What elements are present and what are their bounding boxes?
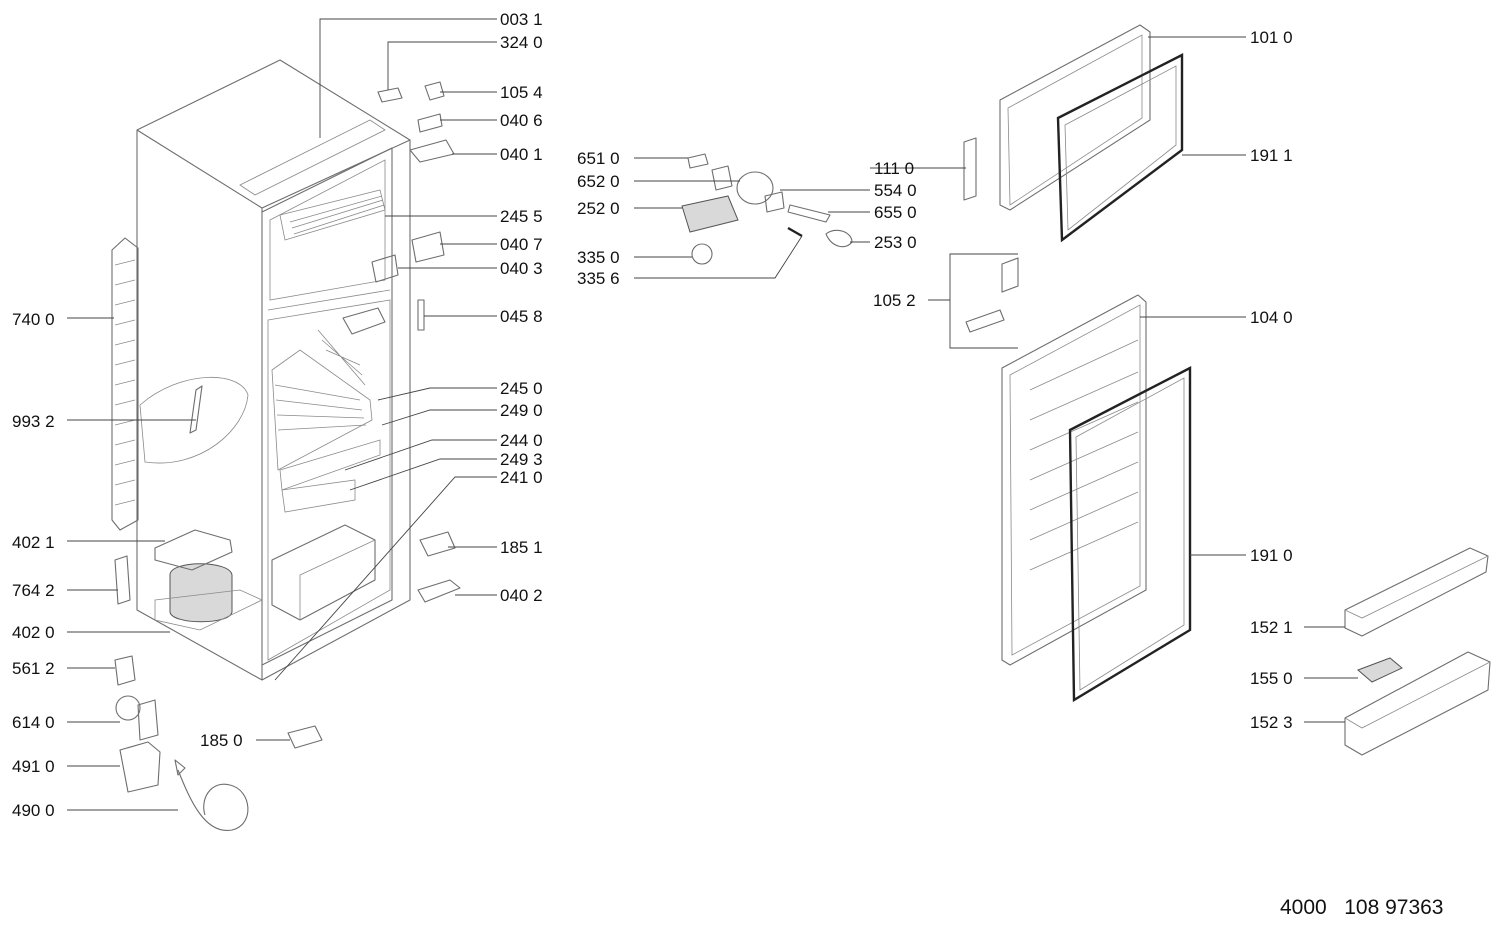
callout-652-0: 652 0 <box>577 172 620 191</box>
callout-244-0: 244 0 <box>500 431 543 450</box>
egg-tray <box>1357 657 1403 683</box>
callout-152-1: 152 1 <box>1250 618 1293 637</box>
rear-condenser <box>111 237 139 531</box>
callout-249-3: 249 3 <box>500 450 543 469</box>
callout-104-0: 104 0 <box>1250 308 1293 327</box>
control-assembly <box>681 153 853 265</box>
compressor <box>154 529 263 631</box>
callout-655-0: 655 0 <box>874 203 917 222</box>
callout-152-3: 152 3 <box>1250 713 1293 732</box>
small-brackets <box>287 81 461 749</box>
callout-040-6: 040 6 <box>500 111 543 130</box>
door-shelf-lower <box>1344 651 1491 756</box>
callout-554-0: 554 0 <box>874 181 917 200</box>
callout-335-6: 335 6 <box>577 269 620 288</box>
hinge-bracket-set <box>949 253 1019 349</box>
callout-101-0: 101 0 <box>1250 28 1293 47</box>
callout-105-4: 105 4 <box>500 83 543 102</box>
fridge-door <box>1001 294 1147 666</box>
callout-614-0: 614 0 <box>12 713 55 732</box>
freezer-shelf-grid <box>279 189 386 241</box>
door-hinge-top <box>963 137 977 201</box>
callout-253-0: 253 0 <box>874 233 917 252</box>
terminal-cover <box>119 741 161 793</box>
light-housing <box>317 307 386 386</box>
leader-lines <box>67 18 1358 811</box>
fridge-door-gasket <box>1068 366 1192 703</box>
callout-185-0: 185 0 <box>200 731 243 750</box>
callout-191-1: 191 1 <box>1250 146 1293 165</box>
fridge-shelf-grid <box>271 349 381 513</box>
callout-249-0: 249 0 <box>500 401 543 420</box>
callout-402-1: 402 1 <box>12 533 55 552</box>
callout-245-5: 245 5 <box>500 207 543 226</box>
thermostat-part <box>114 655 136 686</box>
crisper-drawer <box>271 524 376 621</box>
callout-040-3: 040 3 <box>500 259 543 278</box>
callout-241-0: 241 0 <box>500 468 543 487</box>
callout-740-0: 740 0 <box>12 310 55 329</box>
callout-252-0: 252 0 <box>577 199 620 218</box>
starter-relay <box>114 555 131 605</box>
drain-pan <box>139 377 249 464</box>
callout-191-0: 191 0 <box>1250 546 1293 565</box>
freezer-door-gasket <box>1056 53 1184 243</box>
fridge-cabinet <box>136 59 411 681</box>
callout-490-0: 490 0 <box>12 801 55 820</box>
document-id: 4000 108 97363 <box>1280 896 1444 919</box>
callout-040-2: 040 2 <box>500 586 543 605</box>
callout-185-1: 185 1 <box>500 538 543 557</box>
callout-245-0: 245 0 <box>500 379 543 398</box>
callout-111-0: 111 0 <box>874 159 914 178</box>
callout-labels: 003 1 324 0 105 4 040 6 040 1 245 5 040 … <box>12 10 1293 820</box>
callout-003-1: 003 1 <box>500 10 543 29</box>
thermostat-knob-part <box>115 695 159 741</box>
callout-040-7: 040 7 <box>500 235 543 254</box>
callout-105-2: 105 2 <box>873 291 916 310</box>
callout-651-0: 651 0 <box>577 149 620 168</box>
door-shelf-upper <box>1344 547 1489 637</box>
callout-045-8: 045 8 <box>500 307 543 326</box>
callout-324-0: 324 0 <box>500 33 543 52</box>
callout-993-2: 993 2 <box>12 412 55 431</box>
callout-491-0: 491 0 <box>12 757 55 776</box>
power-cord <box>174 759 249 831</box>
callout-561-2: 561 2 <box>12 659 55 678</box>
freezer-door <box>999 24 1151 211</box>
callout-155-0: 155 0 <box>1250 669 1293 688</box>
callout-335-0: 335 0 <box>577 248 620 267</box>
callout-402-0: 402 0 <box>12 623 55 642</box>
callout-040-1: 040 1 <box>500 145 543 164</box>
callout-764-2: 764 2 <box>12 581 55 600</box>
